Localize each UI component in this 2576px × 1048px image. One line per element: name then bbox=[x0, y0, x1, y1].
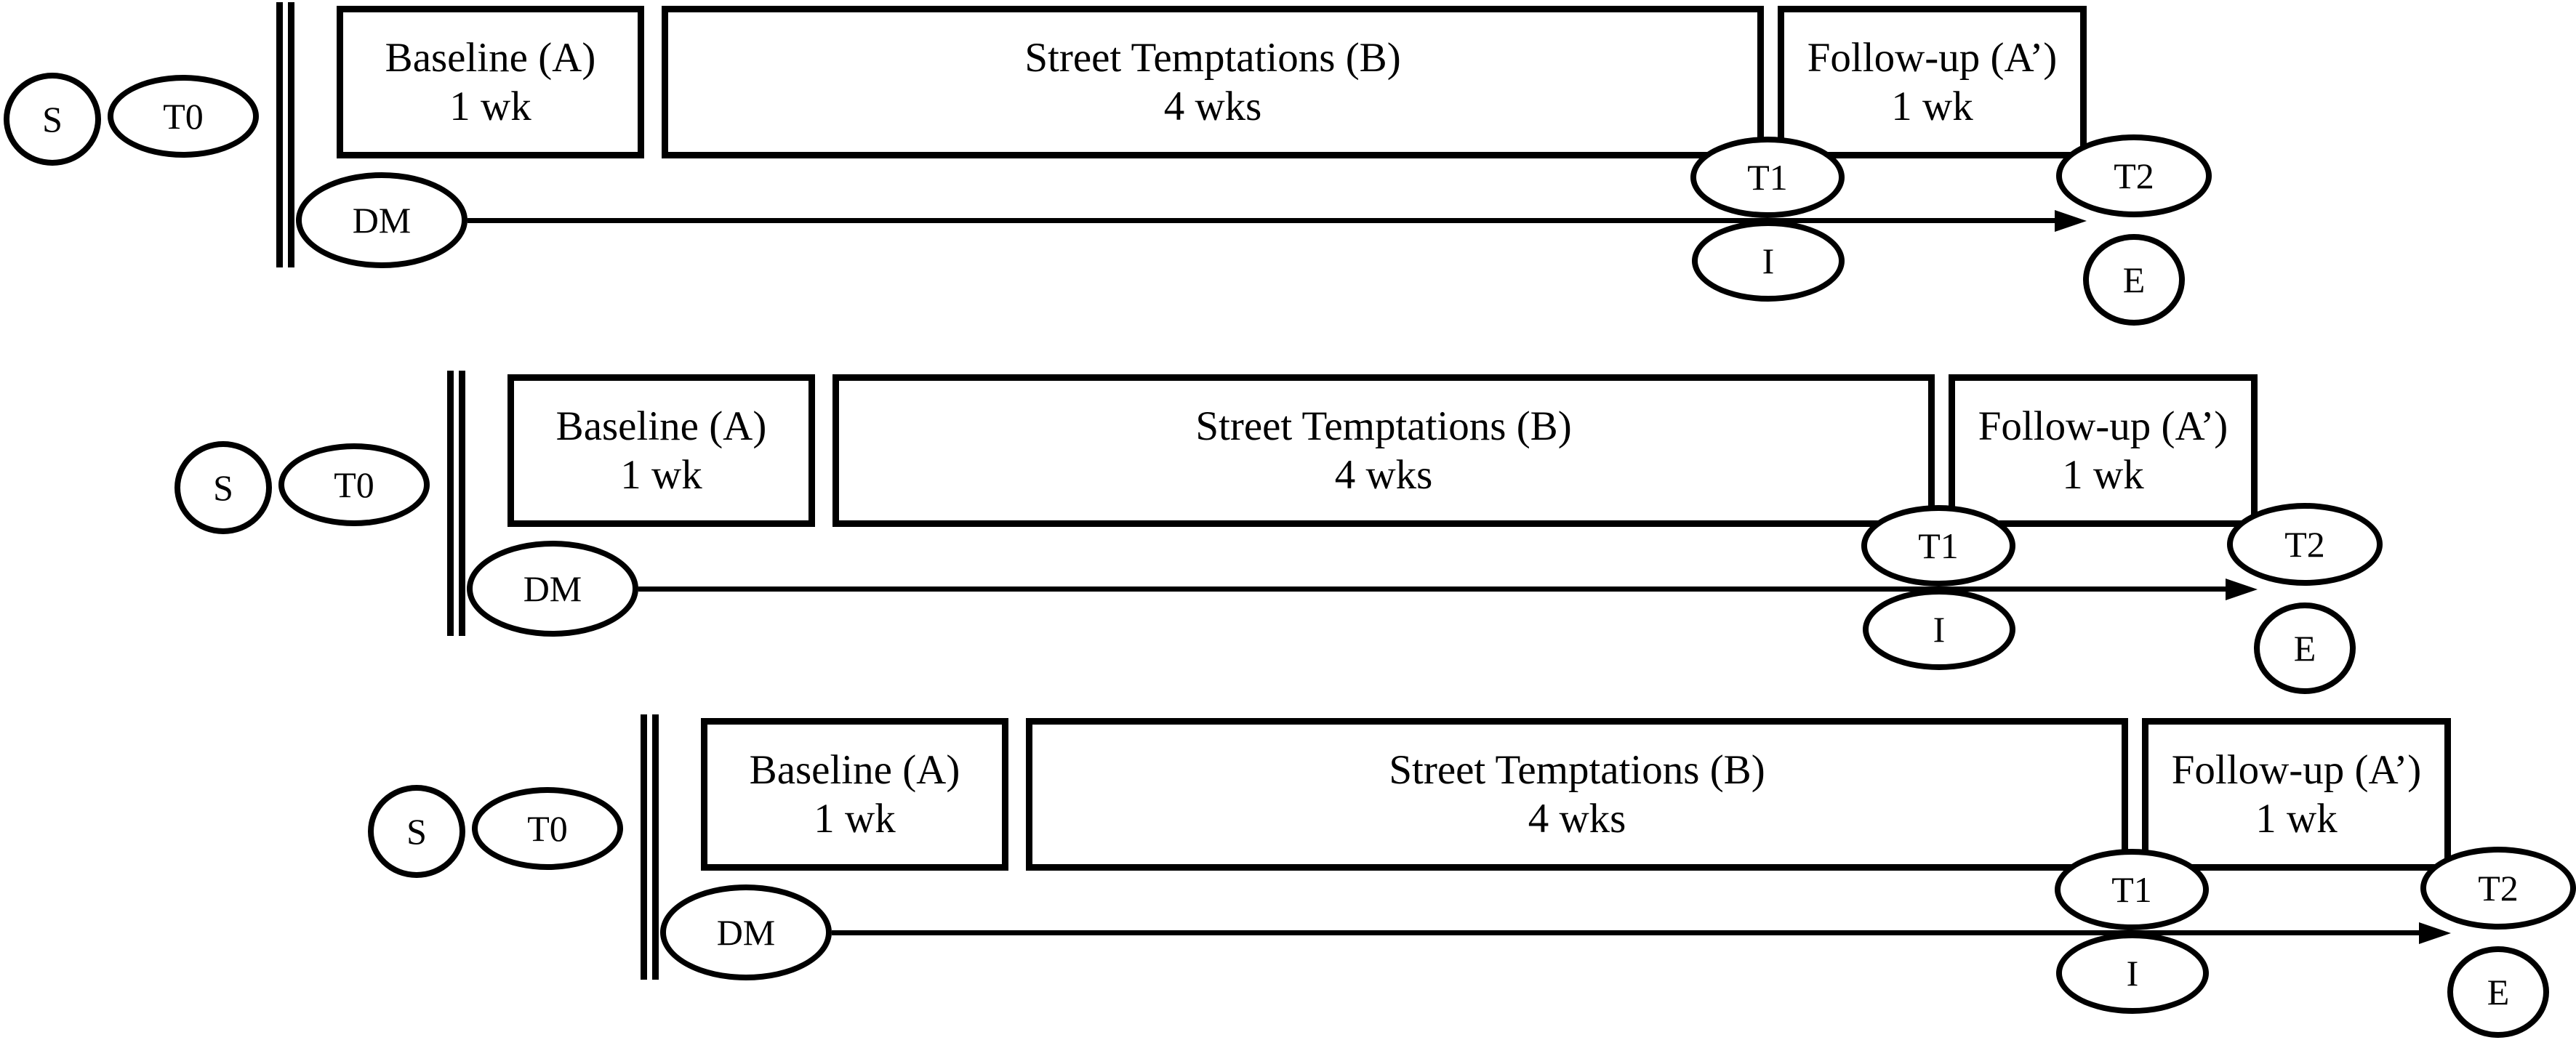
phase-name: Street Temptations (B) bbox=[1024, 34, 1401, 81]
phase-duration: 1 wk bbox=[814, 796, 896, 842]
subject-ellipse: S bbox=[4, 73, 101, 166]
interview-ellipse: I bbox=[2056, 932, 2209, 1014]
phase-duration: 4 wks bbox=[1528, 796, 1626, 842]
start-double-bar bbox=[447, 371, 465, 636]
phase-name: Follow-up (A’) bbox=[2171, 746, 2422, 793]
followup-t2-ellipse: T2 bbox=[2420, 847, 2576, 930]
phase-duration: 4 wks bbox=[1334, 452, 1433, 498]
subject-ellipse: S bbox=[368, 785, 465, 878]
evaluation-ellipse: E bbox=[2083, 234, 2185, 326]
phase-duration: 1 wk bbox=[2255, 796, 2338, 842]
phase-name: Street Temptations (B) bbox=[1389, 746, 1765, 793]
phase-duration: 4 wks bbox=[1163, 84, 1262, 129]
followup-phase-box: Follow-up (A’) 1 wk bbox=[2142, 718, 2451, 871]
phase-duration: 1 wk bbox=[2062, 452, 2144, 498]
intervention-phase-box: Street Temptations (B) 4 wks bbox=[662, 6, 1764, 158]
timeline-arrow-line bbox=[468, 218, 2061, 223]
phase-name: Baseline (A) bbox=[749, 746, 960, 793]
baseline-phase-box: Baseline (A) 1 wk bbox=[507, 374, 815, 527]
timeline-arrow-head bbox=[2226, 579, 2258, 600]
phase-duration: 1 wk bbox=[1891, 84, 1973, 129]
phase-name: Baseline (A) bbox=[385, 34, 596, 81]
interview-ellipse: I bbox=[1863, 589, 2015, 670]
phase-duration: 1 wk bbox=[449, 84, 531, 129]
baseline-phase-box: Baseline (A) 1 wk bbox=[701, 718, 1008, 871]
posttest-t1-ellipse: T1 bbox=[2055, 849, 2209, 930]
subject-ellipse: S bbox=[174, 441, 272, 534]
evaluation-ellipse: E bbox=[2447, 946, 2549, 1038]
posttest-t1-ellipse: T1 bbox=[1861, 505, 2015, 587]
baseline-phase-box: Baseline (A) 1 wk bbox=[337, 6, 644, 158]
posttest-t1-ellipse: T1 bbox=[1690, 137, 1845, 218]
intervention-phase-box: Street Temptations (B) 4 wks bbox=[1026, 718, 2128, 871]
followup-phase-box: Follow-up (A’) 1 wk bbox=[1949, 374, 2258, 527]
evaluation-ellipse: E bbox=[2254, 602, 2356, 694]
intervention-phase-box: Street Temptations (B) 4 wks bbox=[832, 374, 1935, 527]
pretest-t0-ellipse: T0 bbox=[278, 443, 430, 526]
daily-measure-ellipse: DM bbox=[467, 541, 638, 637]
start-double-bar bbox=[641, 714, 659, 980]
pretest-t0-ellipse: T0 bbox=[108, 75, 259, 158]
followup-t2-ellipse: T2 bbox=[2056, 134, 2212, 217]
interview-ellipse: I bbox=[1692, 220, 1845, 302]
followup-t2-ellipse: T2 bbox=[2227, 503, 2383, 586]
phase-name: Follow-up (A’) bbox=[1807, 34, 2058, 81]
followup-phase-box: Follow-up (A’) 1 wk bbox=[1778, 6, 2087, 158]
phase-name: Baseline (A) bbox=[555, 403, 767, 449]
phase-name: Follow-up (A’) bbox=[1978, 403, 2228, 449]
phase-name: Street Temptations (B) bbox=[1195, 403, 1572, 449]
daily-measure-ellipse: DM bbox=[660, 884, 832, 980]
timeline-arrow-head bbox=[2055, 210, 2087, 232]
daily-measure-ellipse: DM bbox=[296, 172, 468, 268]
timeline-arrow-line bbox=[832, 930, 2425, 935]
timeline-arrow-line bbox=[638, 587, 2232, 592]
timeline-arrow-head bbox=[2419, 922, 2451, 944]
start-double-bar bbox=[276, 2, 294, 267]
phase-duration: 1 wk bbox=[620, 452, 702, 498]
pretest-t0-ellipse: T0 bbox=[472, 787, 623, 870]
